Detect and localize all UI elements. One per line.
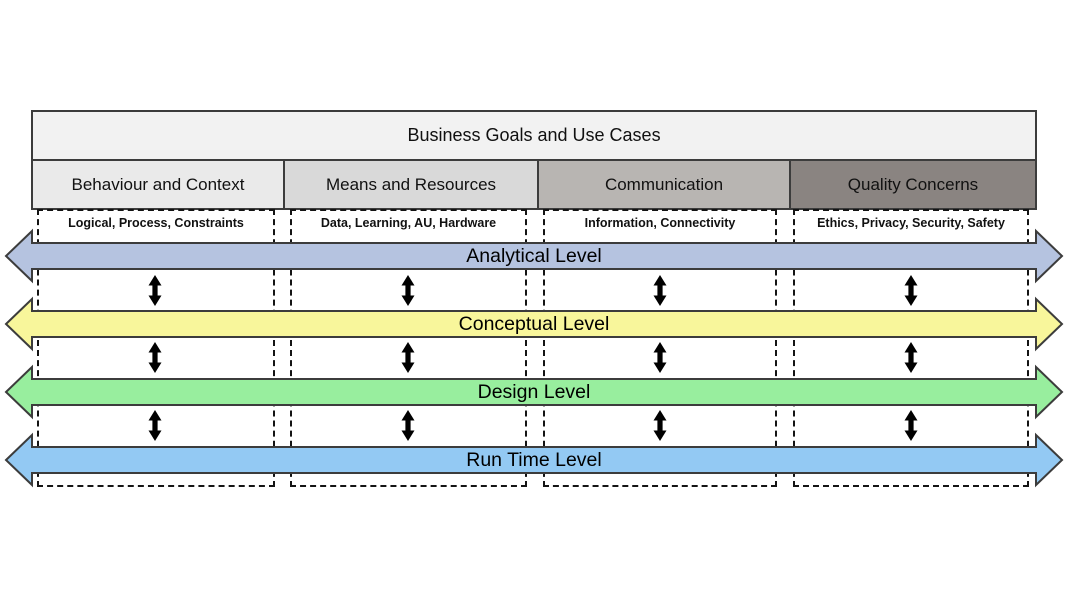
vertical-double-arrow-icon	[148, 342, 162, 373]
column-sublabel: Ethics, Privacy, Security, Safety	[817, 216, 1005, 230]
vertical-double-arrow-icon	[904, 342, 918, 373]
horizontal-double-arrow-icon	[4, 296, 1064, 352]
column-sublabel: Data, Learning, AU, Hardware	[320, 216, 497, 230]
column-header-communication: Communication	[537, 159, 791, 210]
vertical-double-arrow-icon	[653, 410, 667, 441]
column-dashed-box-behaviour: Logical, Process, Constraints	[37, 209, 275, 487]
column-dashed-box-quality: Ethics, Privacy, Security, Safety	[793, 209, 1029, 487]
conceptual-level-arrow-band	[4, 296, 1064, 352]
analytical-level-arrow-band	[4, 228, 1064, 284]
design-level-arrow-band	[4, 364, 1064, 420]
analytical-level-label: Analytical Level	[466, 245, 602, 267]
column-dashed-box-means: Data, Learning, AU, Hardware	[290, 209, 527, 487]
column-header-means-and-resources: Means and Resources	[283, 159, 539, 210]
business-goals-header: Business Goals and Use Cases	[31, 110, 1037, 161]
column-header-behaviour-and-context: Behaviour and Context	[31, 159, 285, 210]
column-sublabel: Logical, Process, Constraints	[68, 216, 244, 230]
vertical-double-arrow-icon	[148, 410, 162, 441]
vertical-double-arrow-icon	[653, 342, 667, 373]
horizontal-double-arrow-icon	[4, 364, 1064, 420]
vertical-double-arrow-icon	[401, 275, 415, 306]
runtime-level-label: Run Time Level	[466, 449, 602, 471]
vertical-double-arrow-icon	[401, 342, 415, 373]
column-dashed-box-communication: Information, Connectivity	[543, 209, 777, 487]
vertical-double-arrow-icon	[148, 275, 162, 306]
runtime-level-arrow-band	[4, 432, 1064, 488]
conceptual-level-label: Conceptual Level	[458, 313, 610, 335]
design-level-label: Design Level	[477, 381, 591, 403]
vertical-double-arrow-icon	[653, 275, 667, 306]
horizontal-double-arrow-icon	[4, 228, 1064, 284]
column-header-quality-concerns: Quality Concerns	[789, 159, 1037, 210]
vertical-double-arrow-icon	[401, 410, 415, 441]
horizontal-double-arrow-icon	[4, 432, 1064, 488]
vertical-double-arrow-icon	[904, 410, 918, 441]
column-sublabel: Information, Connectivity	[584, 216, 736, 230]
vertical-double-arrow-icon	[904, 275, 918, 306]
